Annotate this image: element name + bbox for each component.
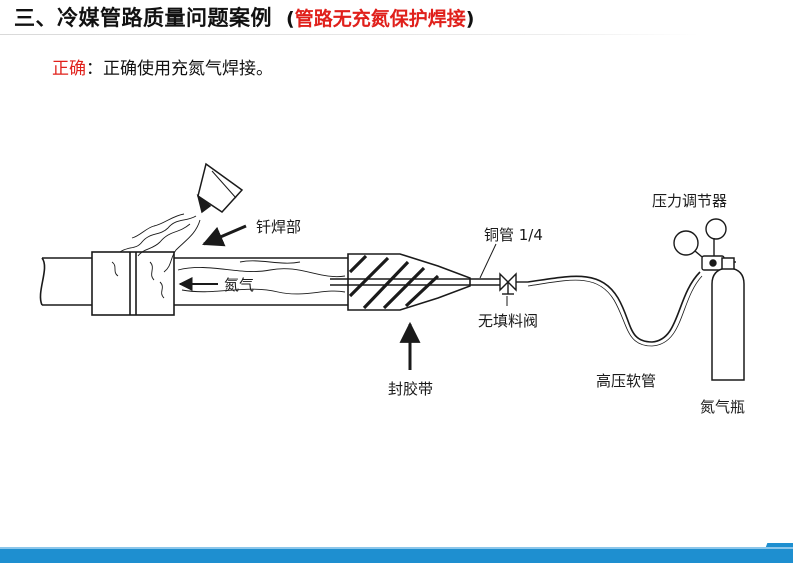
pipe-coupling [91,251,175,316]
caption-text: 正确使用充氮气焊接。 [103,59,273,79]
caption: 正确：正确使用充氮气焊接。 [52,54,273,79]
subtitle-text: 管路无充氮保护焊接 [294,8,466,30]
annotation-arrows [178,224,421,370]
caption-separator: ： [86,59,103,79]
label-nitrogen-flow: 氮气 [224,276,254,294]
pressure-regulator [673,218,736,271]
high-pressure-hose [527,271,701,343]
label-braze-joint: 钎焊部 [256,218,301,236]
label-nitrogen-cylinder: 氮气瓶 [700,398,745,416]
packless-valve [499,272,528,295]
title-divider [0,34,700,35]
nitrogen-brazing-diagram: 钎焊部 氮气 铜管 1/4 无填料阀 压力调节器 封胶带 高压软管 氮气瓶 [39,162,745,416]
copper-tube-quarter [330,278,500,286]
sealing-tape [347,253,471,311]
braze-joint-arrow [202,224,247,247]
label-packless-valve: 无填料阀 [478,312,538,330]
copper-pipe-main [39,257,350,306]
nitrogen-cylinder [711,257,745,381]
label-pressure-regulator: 压力调节器 [652,192,727,210]
subtitle-close-paren: ) [465,8,475,30]
brazing-torch [196,162,244,214]
title-subtitle: (管路无充氮保护焊接) [286,4,474,31]
gas-flow-lines [177,260,346,295]
brazing-fumes [111,213,201,299]
subtitle-open-paren: ( [286,8,295,30]
label-high-pressure-hose: 高压软管 [596,372,656,390]
bottom-accent-bar [0,543,793,563]
slide-title: 三、冷媒管路质量问题案例 (管路无充氮保护焊接) [14,2,474,32]
caption-label: 正确 [52,59,86,79]
label-copper-pipe: 铜管 1/4 [484,226,543,244]
title-main: 三、冷媒管路质量问题案例 [14,6,272,30]
label-sealing-tape: 封胶带 [388,380,433,398]
